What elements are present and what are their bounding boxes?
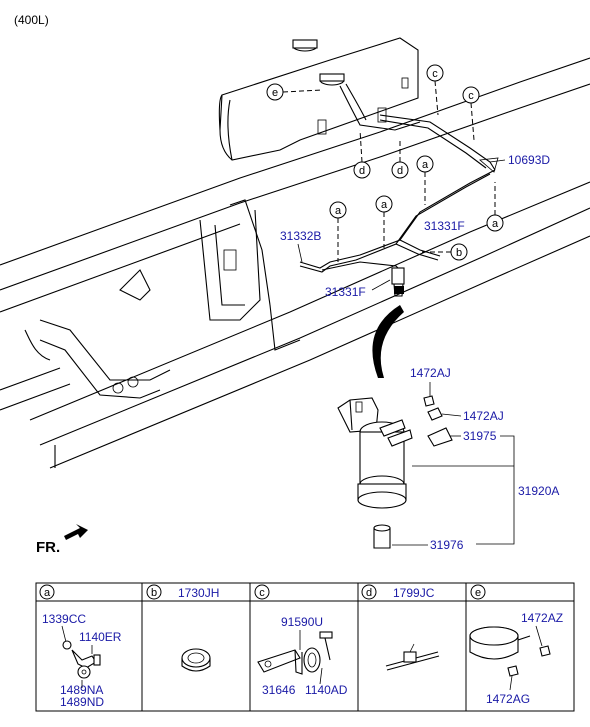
callout-a-3: a [375,195,393,248]
detail-cell-e: e 1472AZ 1472AG [469,584,563,706]
svg-text:a: a [381,199,388,211]
part-label-31976: 31976 [430,538,464,552]
part-label-10693D: 10693D [508,153,550,167]
svg-text:c: c [259,587,265,599]
svg-text:e: e [272,87,278,99]
callout-c-top: c [426,64,444,116]
svg-text:d: d [359,165,365,177]
svg-text:a: a [335,205,342,217]
callout-a-2: a [329,201,347,262]
part-label-1472AJ-side: 1472AJ [463,409,504,423]
callout-b: b [420,243,468,261]
part-label-31331F-lower: 31331F [325,285,366,299]
fuel-lines [299,114,499,297]
callout-arrow [372,305,404,378]
svg-text:d: d [397,165,403,177]
part-label-1799JC: 1799JC [393,586,435,600]
variant-label: (400L) [14,13,49,27]
detail-table [35,582,575,712]
svg-text:b: b [456,247,462,259]
svg-text:c: c [432,68,438,80]
part-label-1489NA: 1489NA [60,683,103,697]
part-label-31331F-upper: 31331F [424,219,465,233]
front-arrow-icon [64,524,88,540]
detail-cell-a: a 1339CC 1140ER 1489NA 1489ND [39,584,122,709]
chassis-frame [0,57,590,469]
svg-text:a: a [44,587,51,599]
detail-cell-c: c 91590U 31646 1140AD [254,584,348,697]
part-label-31646: 31646 [262,683,296,697]
part-label-1140ER: 1140ER [79,630,122,644]
svg-text:c: c [468,90,474,102]
callout-d-left: d [353,129,371,179]
svg-text:d: d [366,587,372,599]
callout-a-1: a [416,155,434,205]
part-label-31332B: 31332B [280,229,321,243]
part-label-1472AZ: 1472AZ [521,611,563,625]
detail-cell-b: b 1730JH [146,584,219,672]
front-marker: FR. [36,539,60,556]
part-label-1339CC: 1339CC [42,612,86,626]
part-label-1489ND: 1489ND [60,695,104,709]
part-label-1730JH: 1730JH [178,586,219,600]
svg-text:a: a [492,218,499,230]
callout-c-right: c [462,86,480,141]
svg-text:a: a [422,159,429,171]
callout-a-4: a [486,182,504,232]
detail-cell-d: d 1799JC [361,584,440,671]
callout-d-mid: d [391,138,409,179]
part-label-1472AG: 1472AG [486,692,530,706]
callout-e: e [266,83,323,101]
part-label-31920A: 31920A [518,484,559,498]
svg-text:e: e [475,587,481,599]
part-label-91590U: 91590U [281,615,323,629]
fuel-filter [337,397,413,549]
svg-text:b: b [151,587,157,599]
filter-fittings [423,395,453,447]
part-label-1472AJ-top: 1472AJ [410,366,451,380]
part-label-31975: 31975 [463,429,497,443]
part-label-1140AD: 1140AD [305,683,348,697]
fuel-tank [218,37,421,161]
